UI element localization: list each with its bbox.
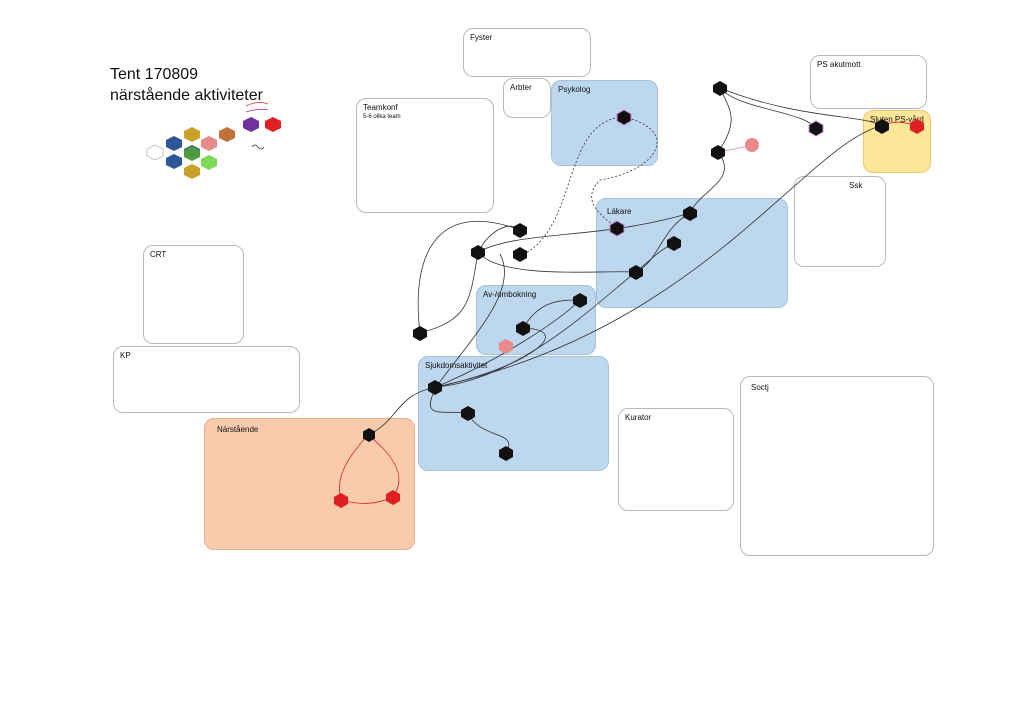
area-sluten-ps-vard[interactable]: Sluten PS-vård xyxy=(863,110,931,173)
node-black[interactable] xyxy=(711,145,725,160)
dashed-connectors xyxy=(519,116,658,257)
node-black[interactable] xyxy=(629,265,643,280)
node-red[interactable] xyxy=(386,490,400,505)
connector xyxy=(430,386,469,414)
area-crt[interactable]: CRT xyxy=(143,245,244,344)
area-label: Sjukdomsaktivitet xyxy=(425,361,488,370)
area-sjukdomsaktivitet[interactable]: Sjukdomsaktivitet xyxy=(418,356,609,471)
connector xyxy=(367,386,437,436)
node-black[interactable] xyxy=(513,223,527,238)
connector xyxy=(419,251,479,334)
connector xyxy=(719,87,817,129)
connector xyxy=(719,87,881,127)
area-fyster[interactable]: Fyster xyxy=(463,28,591,77)
page-title-line1: Tent 170809 xyxy=(110,66,199,83)
area-label: Kurator xyxy=(625,413,652,422)
area-psykolog[interactable]: Psykolog xyxy=(551,80,658,166)
area-label: CRT xyxy=(150,250,167,259)
connector xyxy=(717,87,732,153)
hexagon-blue-icon xyxy=(166,136,182,151)
connectors xyxy=(367,87,881,454)
area-label: Av-/ombokning xyxy=(483,290,537,299)
connector xyxy=(435,125,881,388)
area-ps-akutmott[interactable]: PS akutmott xyxy=(810,55,927,109)
area-label: PS akutmott xyxy=(817,60,861,69)
node-black[interactable] xyxy=(516,321,530,336)
hexagon-yellow-icon xyxy=(184,127,200,142)
node-black[interactable] xyxy=(667,236,681,251)
area-teamkonf[interactable]: Teamkonf 5-6 olika team xyxy=(356,98,494,213)
area-arbter[interactable]: Arbter xyxy=(503,78,551,118)
area-ssk[interactable]: Ssk xyxy=(794,176,886,267)
hexagon-outline-icon xyxy=(146,144,164,161)
area-soctj[interactable]: Soctj xyxy=(740,376,934,556)
node-black[interactable] xyxy=(413,326,427,341)
hexagon-blue-icon xyxy=(166,154,182,169)
legend-red-line-icon xyxy=(245,102,269,107)
area-label: KP xyxy=(120,351,131,360)
connector-dashed xyxy=(519,116,625,257)
node-red[interactable] xyxy=(910,119,924,134)
connector-red xyxy=(367,434,400,498)
connector xyxy=(417,220,521,334)
node-black[interactable] xyxy=(713,81,727,96)
connector xyxy=(467,412,510,454)
connector-dashed xyxy=(591,116,658,229)
node-black-outlined[interactable] xyxy=(609,220,625,237)
area-narstaende[interactable]: Närstående xyxy=(204,418,415,550)
area-label: Fyster xyxy=(470,33,493,42)
node-black[interactable] xyxy=(683,206,697,221)
hexagon-purple-icon xyxy=(243,117,259,132)
connector xyxy=(435,327,546,388)
area-label: Soctj xyxy=(751,383,769,392)
hexagon-orange-icon xyxy=(219,127,235,142)
node-pink-circle[interactable] xyxy=(745,138,759,152)
node-black[interactable] xyxy=(499,446,513,461)
hexagon-green-icon xyxy=(201,155,217,170)
node-black-outlined[interactable] xyxy=(808,120,824,137)
area-label: Sluten PS-vård xyxy=(870,115,924,124)
node-black[interactable] xyxy=(513,247,527,262)
hexagon-pink-icon xyxy=(201,136,217,151)
hexagon-green-icon xyxy=(184,146,200,161)
node-black[interactable] xyxy=(573,293,587,308)
area-label: Läkare xyxy=(607,207,632,216)
page-title-line2: närstående aktiviteter xyxy=(110,87,263,104)
connector xyxy=(477,212,691,253)
area-kurator[interactable]: Kurator xyxy=(618,408,734,511)
connector xyxy=(435,299,581,388)
area-label: Ssk xyxy=(849,181,863,190)
node-black[interactable] xyxy=(461,406,475,421)
connector xyxy=(435,253,505,388)
connector xyxy=(635,212,691,273)
legend-squiggle-icon xyxy=(251,144,265,150)
area-label: Teamkonf xyxy=(363,103,398,112)
node-pink[interactable] xyxy=(499,339,513,354)
area-label: Närstående xyxy=(217,425,259,434)
node-black[interactable] xyxy=(363,428,375,442)
area-sublabel: 5-6 olika team xyxy=(363,114,401,120)
node-black[interactable] xyxy=(875,119,889,134)
connector xyxy=(689,151,725,214)
area-label: Psykolog xyxy=(558,85,591,94)
connector-red xyxy=(340,496,394,504)
node-black[interactable] xyxy=(428,380,442,395)
connector-red xyxy=(338,434,369,501)
legend-purple-line-icon xyxy=(245,108,269,113)
connector xyxy=(435,271,637,388)
hexagon-red-icon xyxy=(265,117,281,132)
area-kp[interactable]: KP xyxy=(113,346,300,413)
connector xyxy=(477,251,637,273)
node-black-outlined[interactable] xyxy=(616,109,632,126)
hexagon-yellow-icon xyxy=(184,164,200,179)
connector xyxy=(522,299,581,329)
legend xyxy=(146,102,281,179)
node-red[interactable] xyxy=(334,493,348,508)
hexagon-nodes xyxy=(334,81,924,508)
node-black[interactable] xyxy=(471,245,485,260)
area-label: Arbter xyxy=(510,83,532,92)
